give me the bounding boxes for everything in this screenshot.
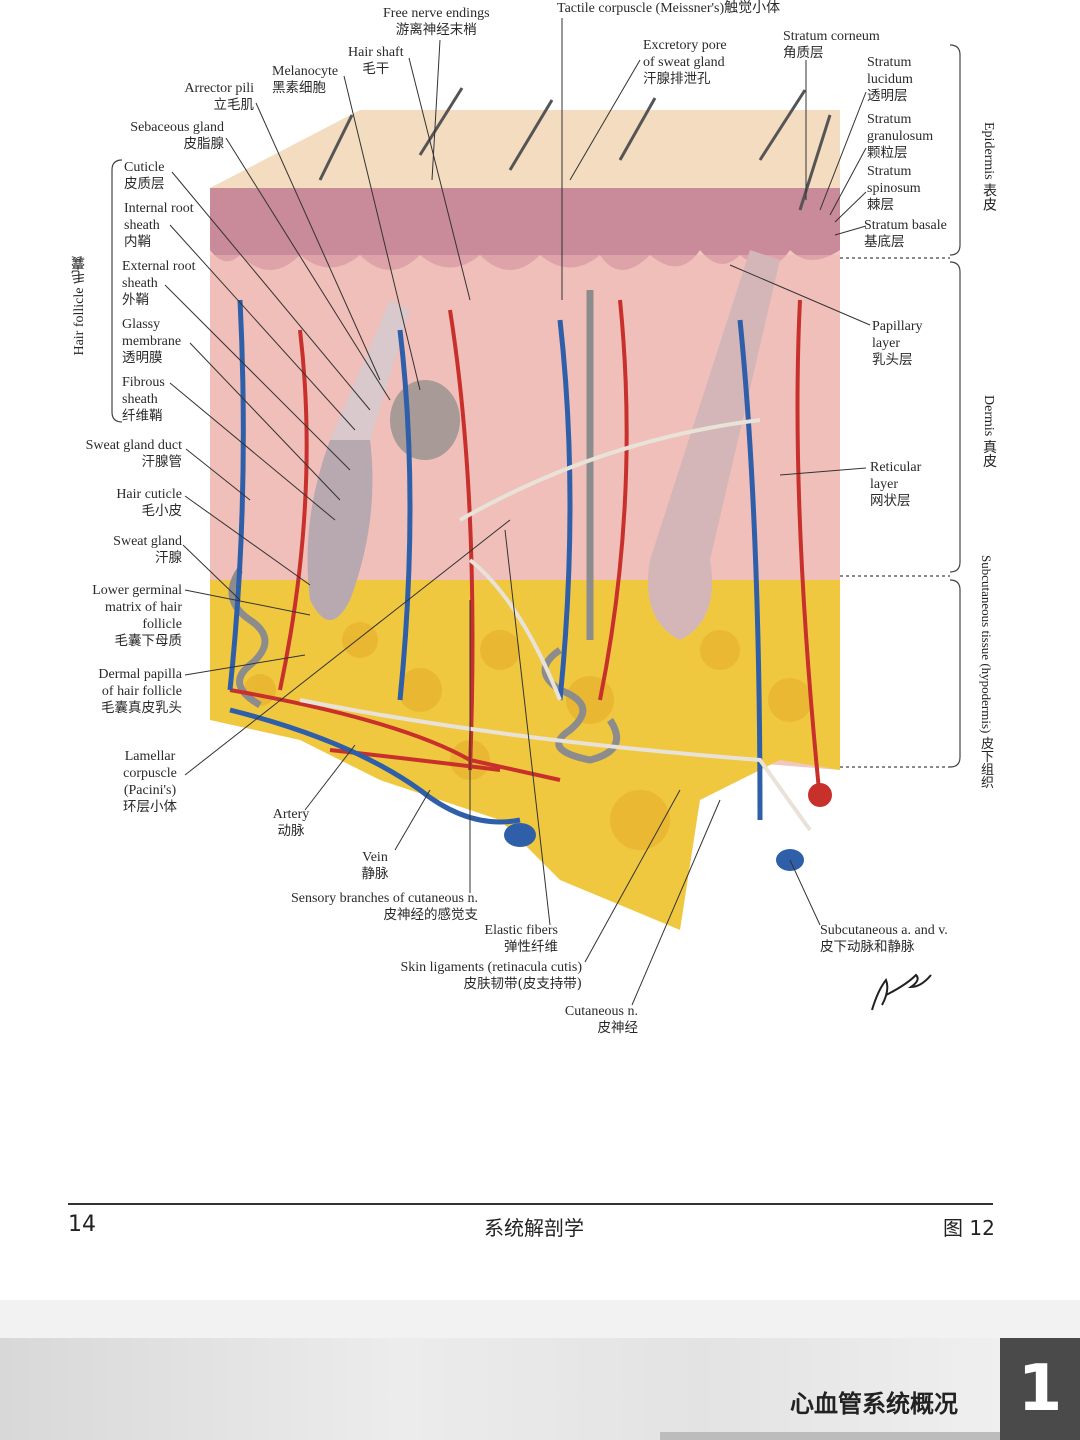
- label-cuticle: Cuticle 皮质层: [124, 160, 165, 192]
- label-reticular-layer: Reticular layer 网状层: [870, 460, 922, 509]
- next-page-header: [0, 1338, 1000, 1440]
- chapter-title: 心血管系统概况: [790, 1390, 958, 1418]
- label-free-nerve-endings: Free nerve endings 游离神经末梢: [383, 6, 490, 38]
- label-subcutaneous-artery-vein: Subcutaneous a. and v. 皮下动脉和静脉: [820, 923, 948, 955]
- label-hair-follicle: Hair follicle 毛囊: [72, 256, 87, 356]
- label-stratum-granulosum: Stratum granulosum 颗粒层: [867, 112, 934, 161]
- label-tactile-corpuscle: Tactile corpuscle (Meissner's)触觉小体: [557, 1, 781, 16]
- label-lamellar-corpuscle: Lamellar corpuscle (Pacini's) 环层小体: [123, 749, 177, 815]
- artist-signature: [871, 973, 932, 1011]
- label-excretory-pore: Excretory pore of sweat gland 汗腺排泄孔: [643, 38, 727, 87]
- label-stratum-lucidum: Stratum lucidum 透明层: [867, 55, 913, 104]
- figure-reference: 图 12: [943, 1216, 995, 1240]
- page-number: 14: [68, 1212, 96, 1237]
- footer-divider: [68, 1203, 993, 1205]
- next-page-preview: 心血管系统概况 1: [0, 1300, 1080, 1440]
- label-glassy-membrane: Glassy membrane 透明膜: [122, 317, 182, 366]
- label-papillary-layer: Papillary layer 乳头层: [872, 319, 923, 368]
- label-epidermis: Epidermis 表皮: [981, 122, 996, 212]
- label-sweat-gland-duct: Sweat gland duct 汗腺管: [85, 438, 182, 470]
- label-subcutaneous-tissue: Subcutaneous tissue (hypodermis) 皮下组织: [979, 555, 994, 789]
- label-internal-root-sheath: Internal root sheath 内鞘: [124, 201, 194, 250]
- label-artery: Artery 动脉: [272, 807, 310, 839]
- label-vein: Vein 静脉: [361, 850, 389, 882]
- chapter-number: 1: [1000, 1338, 1080, 1440]
- label-cutaneous-nerve: Cutaneous n. 皮神经: [564, 1004, 638, 1036]
- label-dermis: Dermis 真皮: [981, 395, 996, 468]
- label-sweat-gland: Sweat gland 汗腺: [113, 534, 182, 566]
- label-skin-ligaments: Skin ligaments (retinacula cutis) 皮肤韧带(皮…: [400, 960, 582, 992]
- skin-surface: [210, 110, 840, 188]
- epidermis-layer: [210, 188, 840, 270]
- label-fibrous-sheath: Fibrous sheath 纤维鞘: [122, 375, 165, 424]
- label-hair-shaft: Hair shaft 毛干: [348, 45, 404, 77]
- label-dermal-papilla: Dermal papilla of hair follicle 毛囊真皮乳头: [98, 667, 182, 716]
- book-title: 系统解剖学: [484, 1216, 584, 1240]
- label-stratum-spinosum: Stratum spinosum 棘层: [867, 164, 921, 213]
- book-page: Free nerve endings 游离神经末梢 Tactile corpus…: [68, 1, 996, 1240]
- subcutaneous-fat: [210, 580, 840, 930]
- label-melanocyte: Melanocyte 黑素细胞: [272, 64, 339, 96]
- label-hair-cuticle: Hair cuticle 毛小皮: [116, 487, 182, 519]
- hair-follicle: [307, 440, 373, 620]
- label-lower-germinal-matrix: Lower germinal matrix of hair follicle 毛…: [92, 583, 182, 649]
- next-page-subtitle-cut: [660, 1432, 1000, 1440]
- label-sebaceous-gland: Sebaceous gland 皮脂腺: [130, 120, 224, 152]
- label-sensory-branches: Sensory branches of cutaneous n. 皮神经的感觉支: [290, 891, 478, 923]
- label-stratum-basale: Stratum basale 基底层: [864, 218, 947, 250]
- skin-anatomy-illustration: [111, 18, 961, 1011]
- label-external-root-sheath: External root sheath 外鞘: [122, 259, 196, 308]
- label-stratum-corneum: Stratum corneum 角质层: [783, 29, 880, 61]
- label-elastic-fibers: Elastic fibers 弹性纤维: [484, 923, 558, 955]
- label-arrector-pili: Arrector pili 立毛肌: [184, 81, 254, 113]
